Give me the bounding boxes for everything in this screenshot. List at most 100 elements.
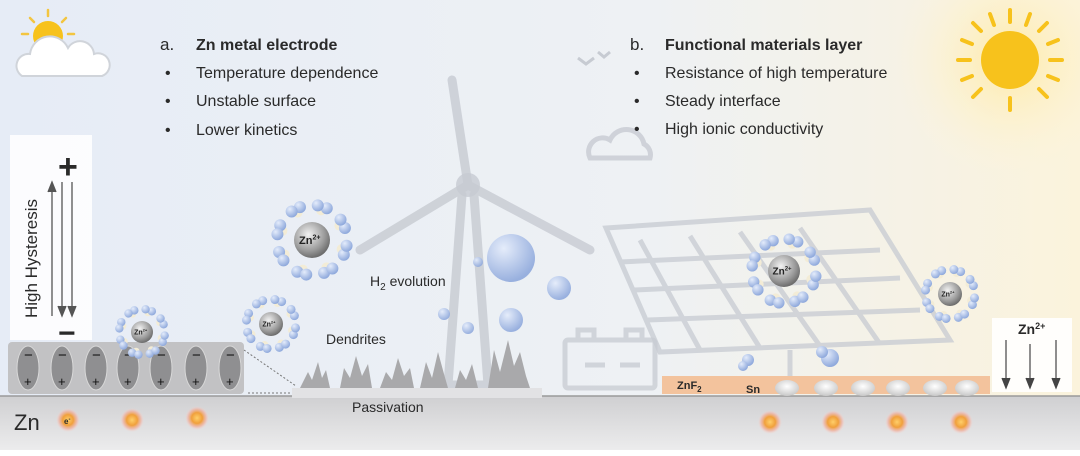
dipole: −+ [16,345,40,391]
electron-dot [120,408,144,432]
bullet: • [165,122,171,139]
dipole: −+ [149,345,173,391]
dipole: −+ [116,345,140,391]
plus-charge: + [24,374,32,389]
h2-bubble [438,308,450,320]
water-o [246,334,256,344]
water-o [759,239,771,251]
water-o [134,350,143,359]
background-cloud-icon [586,127,653,161]
sun-icon [956,8,1064,112]
zn-ion: Zn2+ [115,305,169,359]
water-o [921,285,931,295]
zn-ion: Zn2+ [921,265,979,323]
panel-b-title: Functional materials layer [665,37,862,54]
water-o [119,341,128,350]
water-o [271,228,284,241]
water-o [311,199,324,212]
panel-a-item: Temperature dependence [196,65,378,82]
water-o [156,314,165,323]
minus-charge: − [58,347,67,364]
dipole-row: −+−+−+−+−+−+−+ [16,345,242,391]
zn-ion-core [131,321,153,343]
sn-label: Sn [746,384,760,396]
water-o [783,233,795,245]
water-o [326,262,339,275]
zn-ion-label: Zn2+ [299,234,320,246]
bullet: • [165,93,171,110]
panel-a-letter: a. [160,35,174,54]
dipole: −+ [184,345,208,391]
sn-particle [814,380,838,396]
water-o [285,205,298,218]
water-o [242,315,252,325]
solvated-ions: Zn2+Zn2+Zn2+Zn2+Zn2+ [115,199,979,359]
solar-panel-icon [602,207,955,380]
panel-b-item: Steady interface [665,93,781,110]
dendrites-label: Dendrites [326,331,386,347]
electron-dot [185,406,209,430]
zn-label: Zn [14,410,40,435]
bird-icon [577,56,595,66]
h2-bubble [462,322,474,334]
h2-evolution-label: H2 evolution [370,273,446,293]
battery-icon [562,327,658,391]
plus-charge: + [92,374,100,389]
bullet: • [165,65,171,82]
water-o [262,343,272,353]
zn-ion-label: Zn2+ [262,320,276,329]
water-bubble [816,346,828,358]
water-o [810,270,822,282]
plus-charge: + [226,374,234,389]
water-o [773,297,785,309]
dipole: −+ [50,345,74,391]
passivation-label: Passivation [352,399,424,415]
hysteresis-panel [10,135,92,340]
panel-a-item: Unstable surface [196,93,316,110]
bullet: • [634,93,640,110]
zn-ion-core [294,222,330,258]
hysteresis-arrows [47,180,77,318]
water-o [251,299,261,309]
electron-row [56,406,973,434]
water-o [965,274,975,284]
sn-particle [955,380,979,396]
water-o [115,324,124,333]
sn-particle [851,380,875,396]
water-o [925,304,935,314]
plus-charge: + [157,374,165,389]
water-o [141,305,150,314]
h2-bubble [547,276,571,300]
h2-bubble [487,234,535,282]
water-o [941,313,951,323]
electron-label: e- [64,417,70,426]
dashed-guide [243,349,297,387]
zn-slab [0,396,1080,450]
water-o [949,265,959,275]
dipole: −+ [218,345,242,391]
electron-dot [56,408,80,432]
water-o [277,254,290,267]
minus-charge: − [92,347,101,364]
sn-particle [886,380,910,396]
water-o [270,295,280,305]
minus-charge: − [192,347,201,364]
minus-charge: − [157,347,166,364]
h2-bubble [473,257,483,267]
zn-ion-label: Zn2+ [134,328,148,337]
water-o [340,239,353,252]
hysteresis-label: High Hysteresis [22,199,41,318]
plus-charge: + [58,374,66,389]
panel-a-item: Lower kinetics [196,122,297,139]
zn-ion-core [938,282,962,306]
electron-dot [758,410,782,434]
plus-charge: + [124,374,132,389]
electron-dot [949,410,973,434]
sn-particle [775,380,799,396]
turbine-hub [456,173,480,197]
minus-charge: − [226,347,235,364]
electron-dot [885,410,909,434]
water-o [930,269,940,279]
water-o [804,246,816,258]
